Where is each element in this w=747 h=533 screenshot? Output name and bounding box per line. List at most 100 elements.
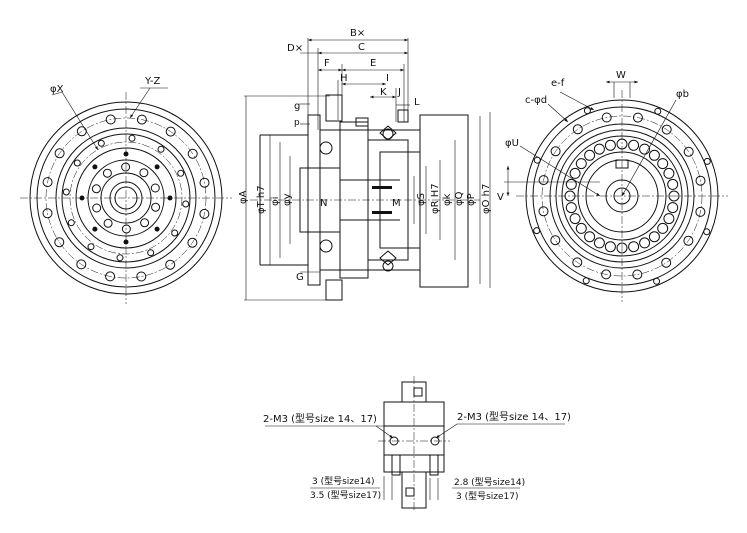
roller bbox=[667, 202, 679, 214]
screw-hole bbox=[177, 169, 185, 177]
rear-view-right bbox=[504, 80, 728, 302]
roller bbox=[628, 241, 640, 253]
detail-dim-right-bottom: 3 (型号size17) bbox=[456, 491, 519, 502]
label-b-star: B× bbox=[350, 28, 365, 39]
section-diameter-labels: φA φT h7 φi φy φS φR H7 φk φQ φP φO h7 bbox=[238, 183, 492, 214]
label-phi-r-h7: φR H7 bbox=[430, 183, 441, 214]
pin-hole bbox=[154, 164, 160, 170]
roller bbox=[565, 202, 577, 214]
pin-hole bbox=[79, 195, 85, 201]
bolt-hole bbox=[632, 112, 643, 123]
rear-view-rollers bbox=[564, 138, 680, 254]
rim-hole bbox=[703, 157, 711, 165]
roller bbox=[616, 138, 628, 150]
label-m: M bbox=[392, 198, 401, 209]
label-c: C bbox=[358, 42, 365, 53]
roller bbox=[575, 158, 587, 170]
label-phi-y: φy bbox=[282, 193, 293, 206]
screw-hole bbox=[87, 243, 95, 251]
pin-hole bbox=[123, 239, 129, 245]
label-k: K bbox=[380, 87, 387, 98]
label-phi-i: φi bbox=[270, 197, 281, 206]
screw-hole bbox=[97, 139, 105, 147]
roller bbox=[663, 167, 675, 179]
label-y-z: Y-Z bbox=[144, 76, 161, 87]
inner-hole bbox=[150, 183, 160, 193]
screw-hole bbox=[171, 229, 179, 237]
bolt-hole bbox=[538, 175, 549, 186]
rim-hole bbox=[703, 228, 711, 236]
roller bbox=[584, 149, 596, 161]
inner-hole bbox=[91, 184, 101, 194]
label-phi-q: φQ bbox=[454, 191, 465, 206]
section-view bbox=[244, 38, 491, 301]
bolt-hole bbox=[165, 126, 176, 137]
bolt-hole bbox=[550, 235, 561, 246]
inner-hole bbox=[139, 168, 149, 178]
roller bbox=[639, 237, 651, 249]
inner-hole bbox=[121, 224, 131, 234]
screw-hole bbox=[182, 200, 190, 208]
screw-hole bbox=[73, 159, 81, 167]
bolt-hole bbox=[632, 269, 643, 280]
label-c-phi-d: c-φd bbox=[525, 95, 547, 106]
roller bbox=[604, 139, 616, 151]
bolt-hole bbox=[136, 271, 147, 282]
label-j: J bbox=[397, 87, 401, 98]
rear-view-bolt-holes bbox=[533, 107, 711, 285]
label-phi-x: φX bbox=[50, 84, 64, 95]
inner-hole bbox=[140, 218, 150, 228]
pin-hole bbox=[92, 226, 98, 232]
roller bbox=[575, 222, 587, 234]
screw-hole bbox=[62, 188, 70, 196]
roller bbox=[639, 143, 651, 155]
bolt-hole bbox=[54, 237, 65, 248]
detail-tap-left: 2-M3 (型号size 14、17) bbox=[263, 412, 377, 425]
bolt-hole bbox=[42, 208, 53, 219]
label-g-cap: G bbox=[296, 272, 304, 283]
bolt-hole bbox=[165, 259, 176, 270]
label-l: L bbox=[414, 97, 420, 108]
roller bbox=[648, 231, 660, 243]
bolt-hole bbox=[54, 148, 65, 159]
roller bbox=[657, 158, 669, 170]
bolt-hole bbox=[76, 259, 87, 270]
bolt-hole bbox=[105, 271, 116, 282]
label-d-star: D× bbox=[287, 43, 303, 54]
label-p-small: p bbox=[294, 118, 300, 128]
bolt-hole bbox=[538, 206, 549, 217]
bolt-hole bbox=[187, 148, 198, 159]
bolt-hole bbox=[601, 112, 612, 123]
bolt-hole bbox=[199, 208, 210, 219]
bolt-hole bbox=[572, 257, 583, 268]
roller bbox=[667, 178, 679, 190]
inner-hole bbox=[92, 203, 102, 213]
roller bbox=[564, 190, 576, 202]
label-phi-o-h7: φO h7 bbox=[481, 184, 492, 214]
rim-hole bbox=[653, 277, 661, 285]
bolt-hole bbox=[136, 114, 147, 125]
inner-hole bbox=[103, 218, 113, 228]
label-phi-u: φU bbox=[505, 138, 519, 149]
detail-view bbox=[265, 376, 565, 512]
bolt-hole bbox=[695, 206, 706, 217]
bolt-hole bbox=[42, 177, 53, 188]
bolt-hole bbox=[683, 235, 694, 246]
screw-hole bbox=[128, 134, 136, 142]
bolt-hole bbox=[550, 146, 561, 157]
label-w: W bbox=[616, 70, 626, 81]
rim-hole bbox=[654, 107, 662, 115]
roller bbox=[668, 190, 680, 202]
detail-tap-right: 2-M3 (型号size 14、17) bbox=[457, 410, 571, 423]
screw-hole bbox=[116, 254, 124, 262]
screw-hole bbox=[147, 249, 155, 257]
roller bbox=[593, 143, 605, 155]
front-view-inner-holes bbox=[79, 151, 173, 245]
label-phi-b: φb bbox=[676, 89, 689, 100]
roller bbox=[616, 242, 628, 254]
roller bbox=[569, 213, 581, 225]
label-phi-s: φS bbox=[416, 193, 427, 206]
bolt-hole bbox=[187, 237, 198, 248]
label-v: V bbox=[497, 192, 504, 203]
